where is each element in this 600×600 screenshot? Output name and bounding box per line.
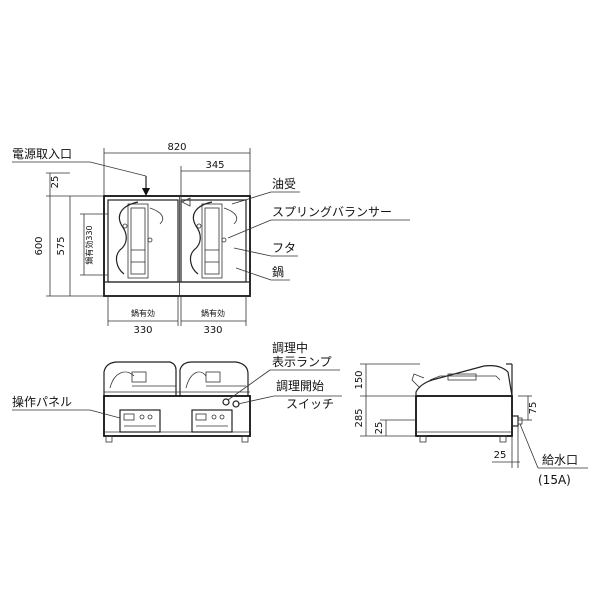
label-spring-balancer: スプリングバランサー [272, 205, 392, 219]
left-pot-outline [107, 199, 179, 283]
dim-pot-depth: 鍋有効330 [84, 225, 94, 264]
dim-side-75: 75 [528, 402, 539, 415]
label-water-inlet-size: (15A) [538, 473, 571, 487]
plan-front-rail [103, 281, 251, 297]
dim-overall-width: 820 [167, 142, 186, 153]
dim-effective-left: 330 [133, 325, 152, 336]
label-oil-receiver: 油受 [272, 177, 296, 191]
cooking-lamp [222, 398, 230, 406]
dim-body-height: 285 [354, 408, 365, 427]
dim-half-width: 345 [205, 160, 224, 171]
front-callouts: 操作パネル 調理中 表示ランプ 調理開始 スイッチ [12, 340, 342, 419]
plan-view [103, 176, 251, 297]
side-dimensions: 150 285 25 75 25 [354, 363, 539, 468]
label-pot-effective-left: 鍋有効 [131, 308, 155, 318]
side-lid [415, 365, 513, 397]
water-inlet [511, 415, 519, 427]
label-start-switch-1: 調理開始 [276, 379, 324, 393]
dim-depth: 600 [34, 236, 45, 255]
label-lid: フタ [272, 241, 296, 255]
oil-receiver-marker [181, 197, 191, 207]
right-pot-outline [180, 199, 247, 283]
right-basket-mechanism [189, 201, 238, 279]
label-pot-effective-right: 鍋有効 [201, 308, 225, 318]
label-control-panel: 操作パネル [12, 394, 72, 409]
dim-side-25-b: 25 [494, 450, 507, 461]
plan-dimensions: 820 345 25 600 575 鍋有効330 鍋有効 330 鍋有効 33… [34, 142, 251, 336]
right-control-panel [191, 409, 233, 433]
front-view [103, 361, 251, 443]
side-view [411, 363, 523, 443]
label-pot: 鍋 [272, 264, 284, 279]
label-water-inlet: 給水口 [542, 453, 578, 467]
front-body [103, 395, 251, 437]
dim-top-gap: 25 [50, 176, 61, 189]
dim-effective-right: 330 [203, 325, 222, 336]
label-start-switch-2: スイッチ [286, 397, 334, 411]
side-callouts: 給水口 (15A) [519, 423, 588, 487]
label-cooking-lamp-2: 表示ランプ [272, 355, 332, 369]
dim-side-25-a: 25 [374, 422, 385, 435]
plan-outer-body [103, 195, 251, 297]
power-inlet-arrowhead [142, 188, 150, 196]
dim-lid-height: 150 [354, 370, 365, 389]
label-power-inlet: 電源取入口 [12, 147, 72, 161]
side-body [415, 395, 513, 437]
plan-callouts: 電源取入口 油受 スプリングバランサー フタ 鍋 [12, 147, 410, 281]
label-cooking-lamp-1: 調理中 [272, 340, 308, 355]
left-control-panel [119, 409, 161, 433]
front-left-lid [103, 361, 177, 396]
front-right-lid [179, 361, 249, 396]
left-basket-mechanism [115, 201, 164, 279]
dim-inner-depth: 575 [56, 236, 67, 255]
